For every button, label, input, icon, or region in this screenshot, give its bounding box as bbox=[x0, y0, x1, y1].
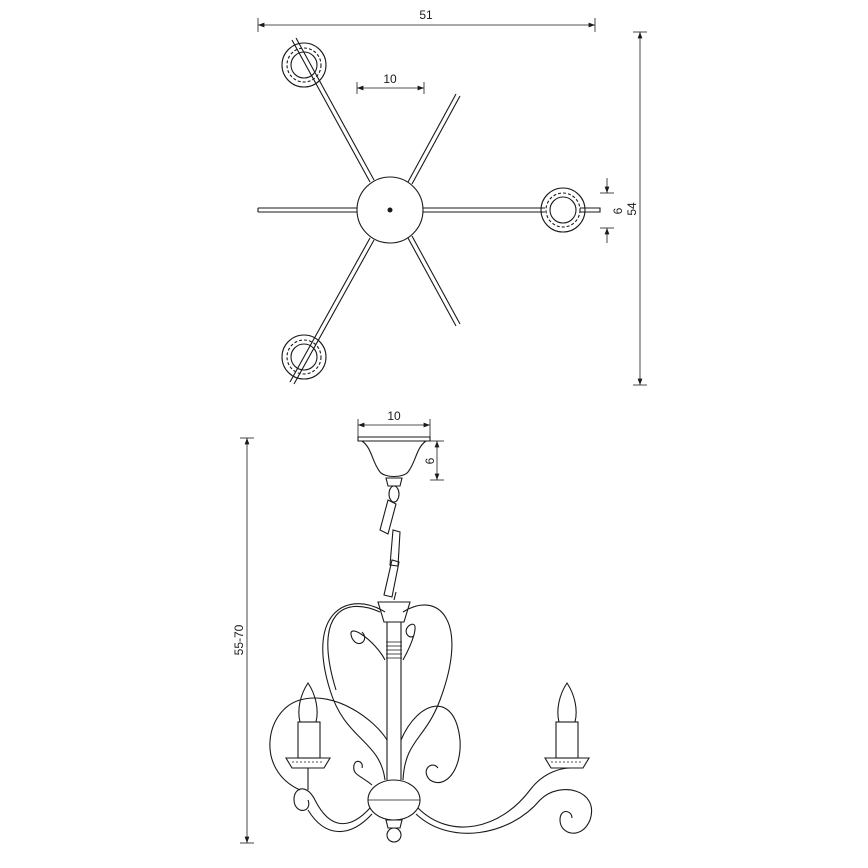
dimension-canopy: 10 bbox=[356, 72, 425, 94]
arm-upper-left bbox=[291, 37, 375, 183]
dimension-cup-height-label: 6 bbox=[611, 207, 625, 214]
dimension-canopy-width-label: 10 bbox=[387, 409, 401, 423]
candle-cup-upper-left bbox=[281, 42, 327, 88]
arm-right bbox=[423, 207, 601, 213]
arm-left bbox=[257, 207, 357, 213]
dimension-canopy-label: 10 bbox=[383, 72, 397, 86]
arm-lower-right bbox=[407, 235, 461, 327]
candle-left bbox=[285, 682, 331, 769]
dimension-cup-height: 6 bbox=[600, 178, 625, 243]
dimension-depth-label: 54 bbox=[625, 202, 639, 216]
dimension-canopy-height-label: 6 bbox=[423, 457, 437, 464]
dimension-canopy-width: 10 bbox=[357, 409, 431, 437]
candle-cup-right bbox=[540, 187, 586, 233]
arm-left-side bbox=[293, 768, 373, 833]
candle-right bbox=[544, 682, 590, 769]
dimension-width: 51 bbox=[257, 8, 596, 32]
decorative-scrolls bbox=[269, 603, 461, 791]
ceiling-canopy bbox=[357, 436, 431, 487]
dimension-width-label: 51 bbox=[419, 8, 433, 22]
chain bbox=[379, 485, 401, 601]
arm-right-side bbox=[415, 767, 593, 834]
dimension-canopy-height: 6 bbox=[423, 440, 444, 481]
canopy-center bbox=[387, 207, 393, 213]
arm-upper-right bbox=[407, 93, 461, 185]
dimension-height: 55-70 bbox=[232, 437, 254, 844]
top-view: 51 10 6 54 bbox=[257, 8, 647, 386]
arm-lower-left bbox=[289, 237, 375, 385]
candle-cup-lower-left bbox=[281, 334, 327, 380]
side-view: 10 6 55-70 bbox=[232, 409, 593, 844]
canopy-top bbox=[356, 176, 424, 244]
dimension-depth: 54 bbox=[625, 31, 647, 386]
central-stem bbox=[367, 601, 421, 843]
dimension-height-label: 55-70 bbox=[232, 624, 246, 655]
